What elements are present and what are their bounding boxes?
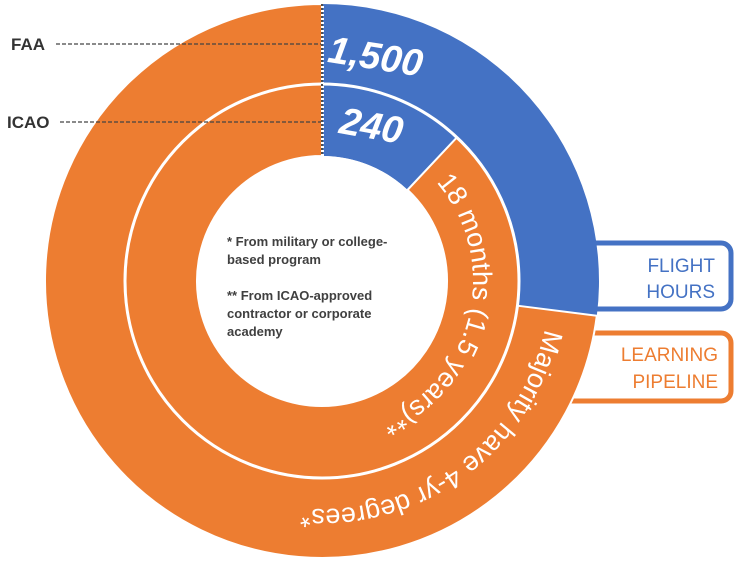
center-notes: * From military or college- based progra… [227, 234, 387, 339]
note-military-line-2: based program [227, 252, 321, 267]
legend-flight-hours-line-2: HOURS [646, 282, 715, 303]
icao-label: ICAO [7, 113, 50, 132]
faa-label: FAA [11, 35, 45, 54]
note-icao-line-1: ** From ICAO-approved [227, 288, 372, 303]
legend-flight-hours-line-1: FLIGHT [647, 256, 715, 277]
note-icao-line-3: academy [227, 324, 283, 339]
icao-flight-hours-segment [322, 84, 457, 190]
legend-learning-pipeline-line-1: LEARNING [621, 345, 718, 366]
legend-learning-pipeline-line-2: PIPELINE [632, 372, 718, 393]
note-military-line-1: * From military or college- [227, 234, 387, 249]
donut-hole [197, 156, 447, 406]
faa-flight-hours-segment [322, 4, 600, 316]
note-icao-line-2: contractor or corporate [227, 306, 371, 321]
